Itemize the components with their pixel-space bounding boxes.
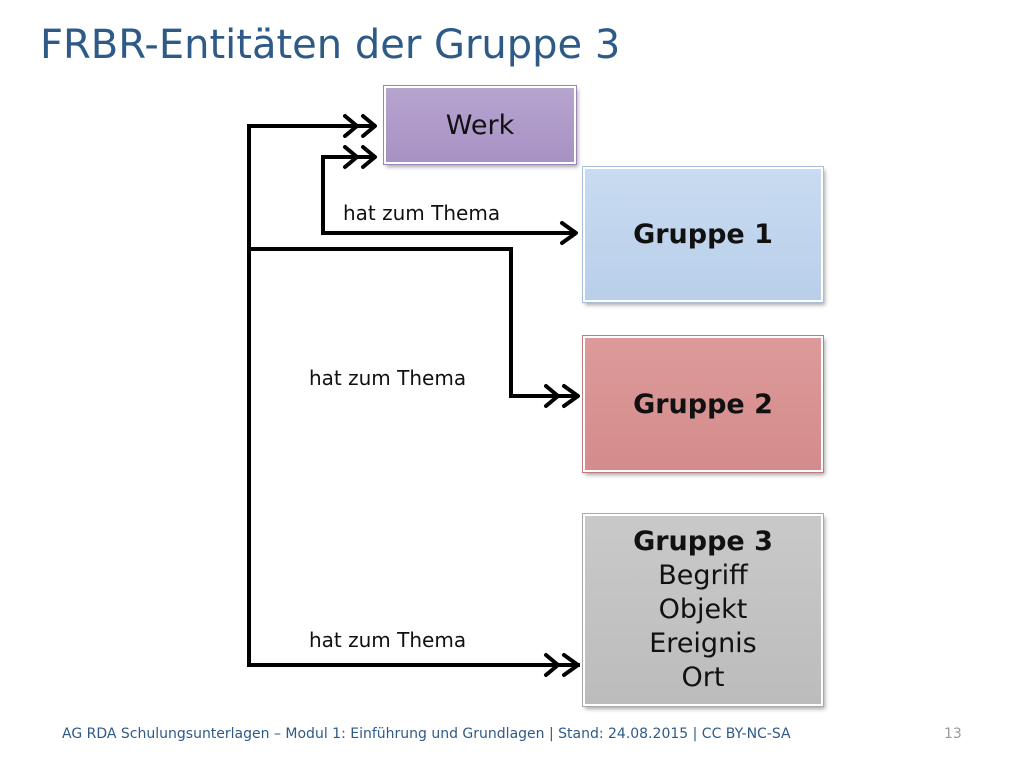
- entity-gruppe1: Gruppe 1: [582, 166, 824, 303]
- entity-gruppe2-label: Gruppe 2: [633, 388, 773, 420]
- arrowhead-gruppe1: [560, 221, 578, 245]
- footer-text: AG RDA Schulungsunterlagen – Modul 1: Ei…: [62, 726, 791, 742]
- arrowhead-gruppe2: [544, 384, 580, 408]
- page-number: 13: [944, 726, 962, 742]
- entity-gruppe1-label: Gruppe 1: [633, 219, 773, 250]
- entity-gruppe3-title: Gruppe 3: [633, 526, 773, 557]
- entity-werk-label: Werk: [445, 109, 515, 141]
- connector-werk-to-gruppe3: [247, 124, 580, 667]
- connector-werk-to-gruppe2: [247, 247, 579, 398]
- arrowhead-werk-top: [343, 114, 377, 138]
- relation-label-gruppe3: hat zum Thema: [309, 628, 467, 652]
- entity-gruppe3-item-ereignis: Ereignis: [649, 628, 757, 659]
- arrowhead-gruppe3: [544, 653, 580, 677]
- arrowhead-werk-lower: [343, 145, 377, 169]
- entity-gruppe3-item-ort: Ort: [681, 662, 725, 693]
- entity-gruppe3-item-objekt: Objekt: [658, 594, 748, 625]
- relation-label-gruppe1: hat zum Thema: [343, 201, 501, 225]
- entity-werk: Werk: [383, 85, 577, 165]
- entity-gruppe3: Gruppe 3 Begriff Objekt Ereignis Ort: [582, 513, 824, 707]
- slide-title: FRBR-Entitäten der Gruppe 3: [40, 22, 621, 68]
- entity-gruppe3-item-begriff: Begriff: [658, 560, 748, 591]
- entity-gruppe2: Gruppe 2: [582, 335, 824, 473]
- relation-label-gruppe2: hat zum Thema: [309, 366, 467, 390]
- connector-werk-to-gruppe1: [321, 155, 576, 235]
